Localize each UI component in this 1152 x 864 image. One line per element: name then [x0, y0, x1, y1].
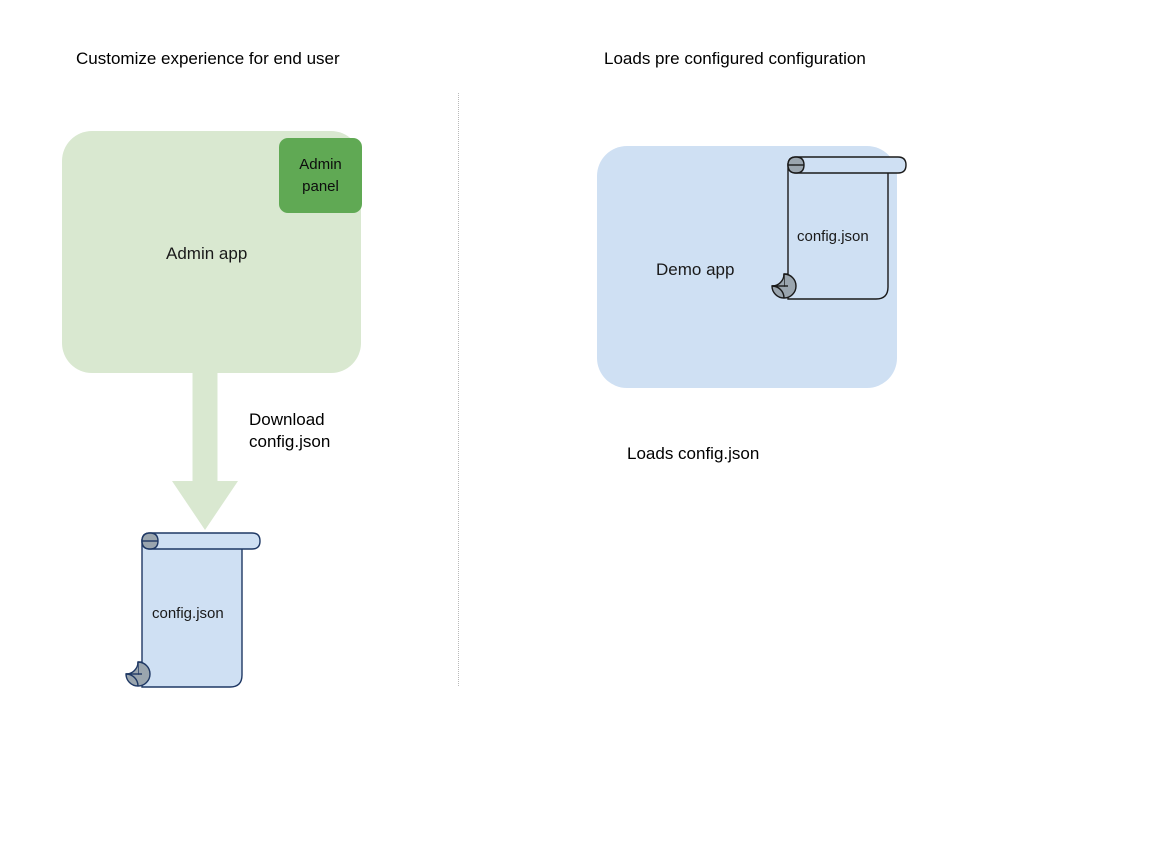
config-json-document-left[interactable]	[118, 528, 268, 693]
admin-app-label: Admin app	[166, 244, 248, 263]
config-json-document-right-label: config.json	[797, 228, 869, 245]
download-arrow-label-line1: Download	[249, 410, 325, 429]
download-arrow-label: Download config.json	[249, 409, 330, 453]
loads-config-caption: Loads config.json	[627, 444, 760, 463]
admin-panel-chip-line2: panel	[302, 177, 339, 195]
download-arrow-label-line2: config.json	[249, 432, 331, 451]
admin-panel-chip-text: Admin panel	[299, 154, 342, 198]
admin-panel-chip[interactable]: Admin panel	[279, 138, 362, 213]
config-json-document-left-label: config.json	[152, 605, 224, 622]
column-title-left: Customize experience for end user	[76, 49, 340, 68]
demo-app-label: Demo app	[656, 260, 735, 279]
vertical-divider	[458, 93, 459, 686]
config-json-document-right[interactable]	[770, 152, 915, 307]
admin-panel-chip-line1: Admin	[299, 155, 342, 173]
column-title-right: Loads pre configured configuration	[604, 49, 866, 68]
download-arrow-icon	[172, 371, 238, 531]
